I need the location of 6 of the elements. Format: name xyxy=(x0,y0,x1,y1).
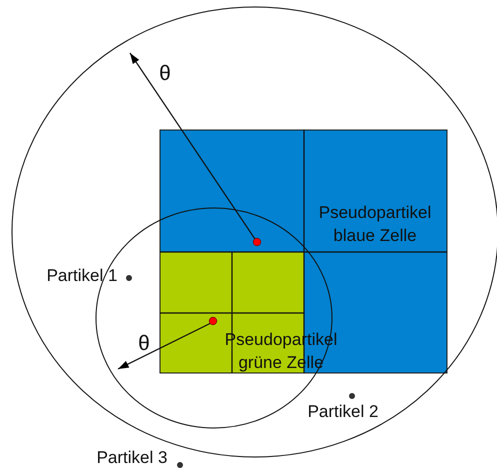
particle-label: Partikel 2 xyxy=(306,401,380,423)
particle-label: Partikel 1 xyxy=(46,265,118,287)
theta-label: θ xyxy=(137,332,151,355)
particle-label: Partikel 3 xyxy=(96,447,168,468)
pseudoparticle-label: Pseudopartikel blaue Zelle xyxy=(318,202,432,247)
theta-label: θ xyxy=(158,62,172,85)
